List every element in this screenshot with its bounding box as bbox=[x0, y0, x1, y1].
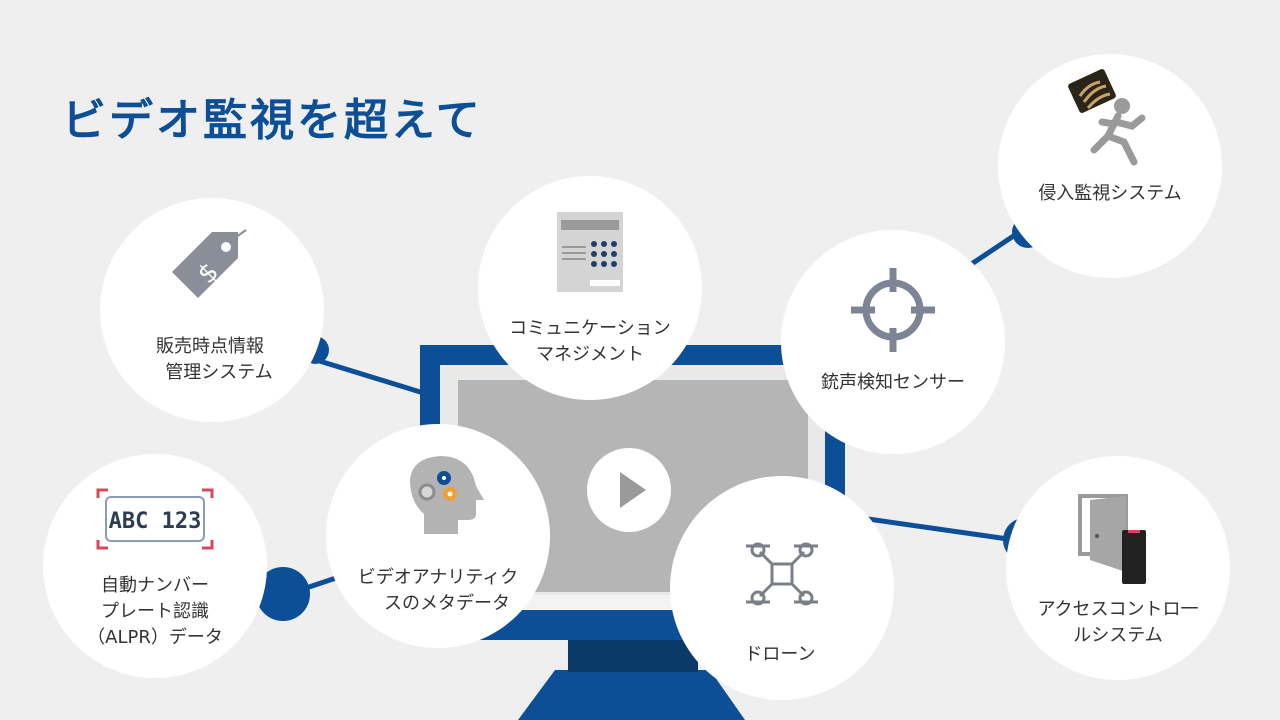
monitor-neck bbox=[568, 636, 698, 672]
crosshair-icon bbox=[851, 268, 935, 352]
node-intrusion-circle bbox=[998, 54, 1222, 278]
node-intrusion-label: 侵入監視システム bbox=[1038, 183, 1182, 204]
node-gunshot-label: 銃声検知センサー bbox=[821, 372, 965, 393]
drone-icon bbox=[746, 542, 818, 606]
monitor-stand-base bbox=[518, 670, 745, 720]
node-communication-label: コミュニケーション マネジメント bbox=[509, 318, 671, 365]
node-pos-label: 販売時点情報 管理システム bbox=[156, 336, 273, 383]
plate-text: ABC 123 bbox=[109, 509, 202, 534]
node-alpr-label: 自動ナンバー プレート認識 （ALPR）データ bbox=[87, 575, 223, 648]
connector-dot-alpr bbox=[256, 567, 310, 621]
node-pos-circle bbox=[100, 198, 324, 422]
node-analytics-label: ビデオアナリティク スのメタデータ bbox=[357, 567, 519, 614]
page-title: ビデオ監視を超えて bbox=[62, 95, 483, 146]
running-person-icon bbox=[1068, 69, 1146, 166]
door-reader-icon bbox=[1078, 494, 1146, 584]
intercom-panel-icon bbox=[557, 212, 623, 292]
node-drone-label: ドローン bbox=[744, 644, 816, 665]
node-access-label: アクセスコントロ一 ルシステム bbox=[1037, 599, 1199, 646]
node-drone-circle bbox=[670, 476, 894, 700]
node-analytics-circle bbox=[326, 424, 550, 648]
node-alpr-circle bbox=[43, 454, 267, 678]
license-plate-icon: ABC 123 bbox=[96, 488, 214, 550]
head-gears-icon bbox=[410, 456, 484, 534]
play-icon bbox=[620, 472, 646, 508]
